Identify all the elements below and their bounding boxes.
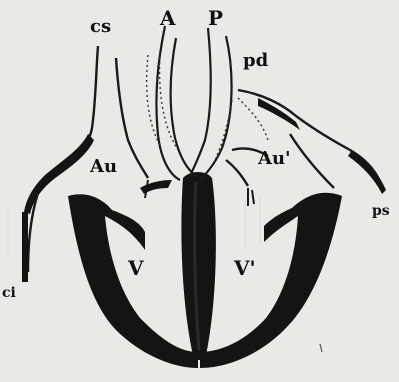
- label-A: A: [160, 8, 176, 28]
- label-P: P: [208, 8, 223, 28]
- label-Au-prime: Au': [258, 150, 291, 168]
- label-Au: Au: [90, 158, 117, 176]
- label-pd: pd: [243, 52, 268, 70]
- label-ci: ci: [2, 286, 16, 300]
- label-V-prime: V': [234, 258, 256, 278]
- label-cs: cs: [90, 18, 111, 36]
- label-V: V: [128, 258, 144, 278]
- label-ps: ps: [372, 204, 390, 218]
